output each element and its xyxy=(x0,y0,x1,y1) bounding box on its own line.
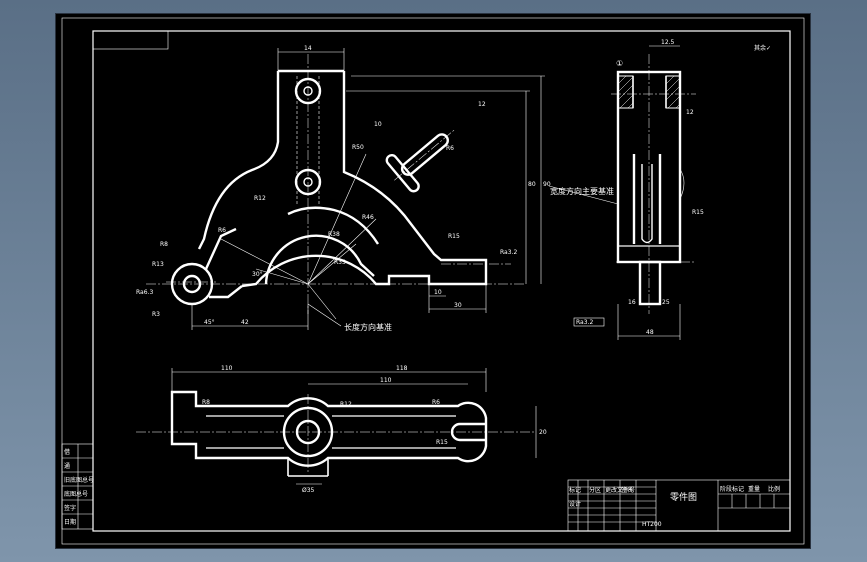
top-dim-diameter: Ø35 xyxy=(302,487,315,494)
dim-r8: R8 xyxy=(160,241,168,248)
hatch-right xyxy=(665,75,681,109)
side-dim-r15: R15 xyxy=(692,209,704,216)
outer-frame xyxy=(61,17,805,545)
top-dim-20: 20 xyxy=(539,429,547,436)
hatch-left xyxy=(617,75,634,109)
tb-stage-0: 阶段标记 xyxy=(720,485,744,493)
drawing-sheet: 借 通 旧底图总号 底图总号 签字 日期 其余✓ xyxy=(56,14,810,548)
dim-angle-45: 45° xyxy=(204,319,215,326)
tolerance-frame: Ra3.2 xyxy=(576,319,593,326)
width-datum-note: 宽度方向主要基准 xyxy=(550,186,614,196)
top-view: 118 110 110 Ø35 20 R8 R12 R6 R15 xyxy=(136,365,547,494)
roughness-note: 其余✓ xyxy=(754,44,771,52)
dim-height-90: 90 xyxy=(543,181,551,188)
strip-item-4: 签字 xyxy=(64,504,76,512)
section-dim-c: R6 xyxy=(446,145,454,152)
side-dim-48: 48 xyxy=(646,329,654,336)
left-strip: 借 通 旧底图总号 底图总号 签字 日期 xyxy=(61,443,94,530)
inner-frame xyxy=(92,30,791,532)
drawing-title: 零件图 xyxy=(670,491,697,503)
dim-r13: R13 xyxy=(152,261,164,268)
strip-item-5: 日期 xyxy=(64,518,76,526)
dim-r12: R12 xyxy=(254,195,266,202)
tb-row-0: 标记 xyxy=(569,486,581,494)
dim-r15: R15 xyxy=(448,233,460,240)
dim-r50: R50 xyxy=(352,144,364,151)
side-dim-12: 12 xyxy=(686,109,694,116)
side-dim-bottom-16: 16 xyxy=(628,299,636,306)
inner-arch xyxy=(264,234,375,285)
strip-item-0: 借 xyxy=(64,448,70,456)
dim-r46: R46 xyxy=(362,214,374,221)
top-dim-left: 110 xyxy=(221,365,233,372)
upper-inner-arch xyxy=(287,206,380,245)
tb-stage-1: 重量 xyxy=(748,485,760,493)
tb-row-3: 更改文件号 xyxy=(605,486,635,494)
dim-angle-30: 30° xyxy=(252,271,263,278)
tb-row-4: 签名 xyxy=(621,486,633,494)
dim-height-80: 80 xyxy=(528,181,536,188)
section-dim-b: 12 xyxy=(478,101,486,108)
strip-item-1: 通 xyxy=(64,462,70,470)
section-marker: ① xyxy=(616,59,623,68)
top-dim-r6: R6 xyxy=(432,399,440,406)
dim-r6: R6 xyxy=(218,227,226,234)
dim-r38: R38 xyxy=(328,231,340,238)
section-detail xyxy=(385,129,455,193)
tb-row-2: 分区 xyxy=(589,486,601,494)
dim-base-30: 30 xyxy=(454,302,462,309)
dim-base-42: 42 xyxy=(241,319,249,326)
dim-r3: R3 xyxy=(152,311,160,318)
tb-designer: 设计 xyxy=(569,500,581,508)
dim-roughness-16: Ra6.3 xyxy=(136,289,153,296)
top-dim-118: 118 xyxy=(396,365,408,372)
side-view: 12.5 ① 48 16 25 R15 12 宽度方向主要基准 Ra3.2 xyxy=(548,39,704,340)
side-dim-top: 12.5 xyxy=(661,39,675,46)
material: HT200 xyxy=(642,521,662,528)
top-left-box xyxy=(92,30,169,50)
dim-r33: R33 xyxy=(334,259,346,266)
top-dim-110: 110 xyxy=(380,377,392,384)
front-outline xyxy=(197,69,488,288)
dim-bottom-10: 10 xyxy=(434,289,442,296)
dim-top-width: 14 xyxy=(304,45,312,52)
tb-stage-2: 比例 xyxy=(768,485,780,493)
length-datum-note: 长度方向基准 xyxy=(344,322,392,332)
front-view: 14 80 90 42 30 10 R50 R46 R38 R33 R12 R1… xyxy=(136,45,551,332)
engineering-drawing: 借 通 旧底图总号 底图总号 签字 日期 其余✓ xyxy=(61,17,805,545)
section-dim-a: 10 xyxy=(374,121,382,128)
side-dim-25: 25 xyxy=(662,299,670,306)
top-dim-r12: R12 xyxy=(340,401,352,408)
title-block: 零件图 HT200 标记 分区 更改文件号 签名 设计 阶段标记 重量 比例 xyxy=(567,479,791,532)
top-dim-r15: R15 xyxy=(436,439,448,446)
strip-item-2: 旧底图总号 xyxy=(64,476,94,484)
strip-item-3: 底图总号 xyxy=(64,490,88,498)
dim-roughness-32: Ra3.2 xyxy=(500,249,517,256)
top-dim-r8: R8 xyxy=(202,399,210,406)
